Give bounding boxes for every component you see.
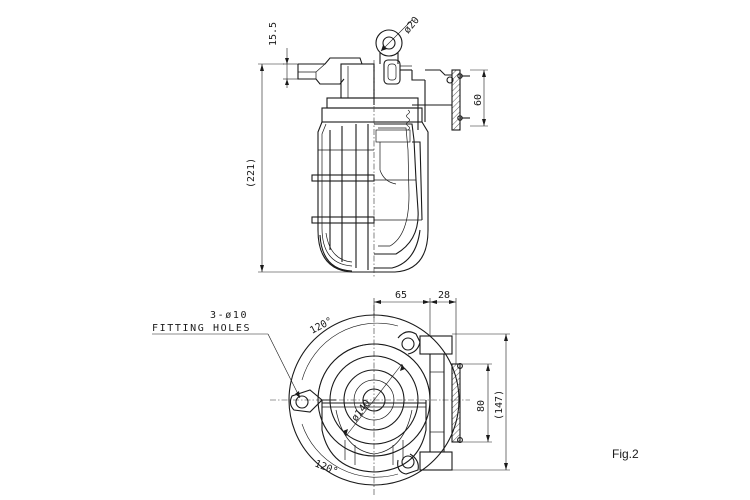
fitting-hole-bottom [397, 453, 419, 475]
wall-bracket-top-view [419, 335, 463, 471]
dim-overall-height-text: (221) [246, 158, 257, 188]
neck-collar [321, 97, 423, 131]
dim-bracket-height: 15.5 [268, 22, 298, 88]
wall-mount-plate [446, 69, 470, 131]
dim-overall-height-top-text: (147) [494, 390, 505, 420]
dim-width: 65 28 [373, 290, 457, 364]
hole-label-text: FITTING HOLES [152, 323, 251, 334]
fitting-hole-top [397, 331, 421, 355]
globe-guard [311, 60, 429, 278]
dim-height-right: 80 (147) [452, 333, 510, 471]
fitting-holes-callout: 3-ø10 FITTING HOLES [152, 310, 301, 399]
dim-overall-height: (221) [246, 63, 352, 273]
dim-width-a-text: 65 [395, 290, 407, 301]
angle-arcs: 120° 120° [301, 316, 399, 478]
dim-mount-height-text: 60 [473, 94, 484, 106]
dim-mount-height: 60 [470, 69, 488, 127]
dim-ring-diameter-text: ø20 [402, 15, 422, 36]
figure-label: Fig.2 [612, 447, 639, 461]
top-view: ø140 120° 120° 3-ø10 FITTING HOLES [152, 290, 510, 495]
dim-diameter-text: ø140 [350, 398, 374, 424]
hole-label-count: 3-ø10 [210, 310, 248, 321]
fitting-hole-left [289, 389, 323, 413]
side-view: ø20 15.5 (221) 60 [246, 15, 488, 278]
hanging-ring [375, 29, 403, 64]
dim-bracket-height-text: 15.5 [268, 22, 279, 46]
dim-width-b-text: 28 [438, 290, 450, 301]
angle-bottom-text: 120° [313, 459, 339, 478]
dim-mount-height-top-text: 80 [476, 400, 487, 412]
top-bracket [297, 57, 452, 130]
